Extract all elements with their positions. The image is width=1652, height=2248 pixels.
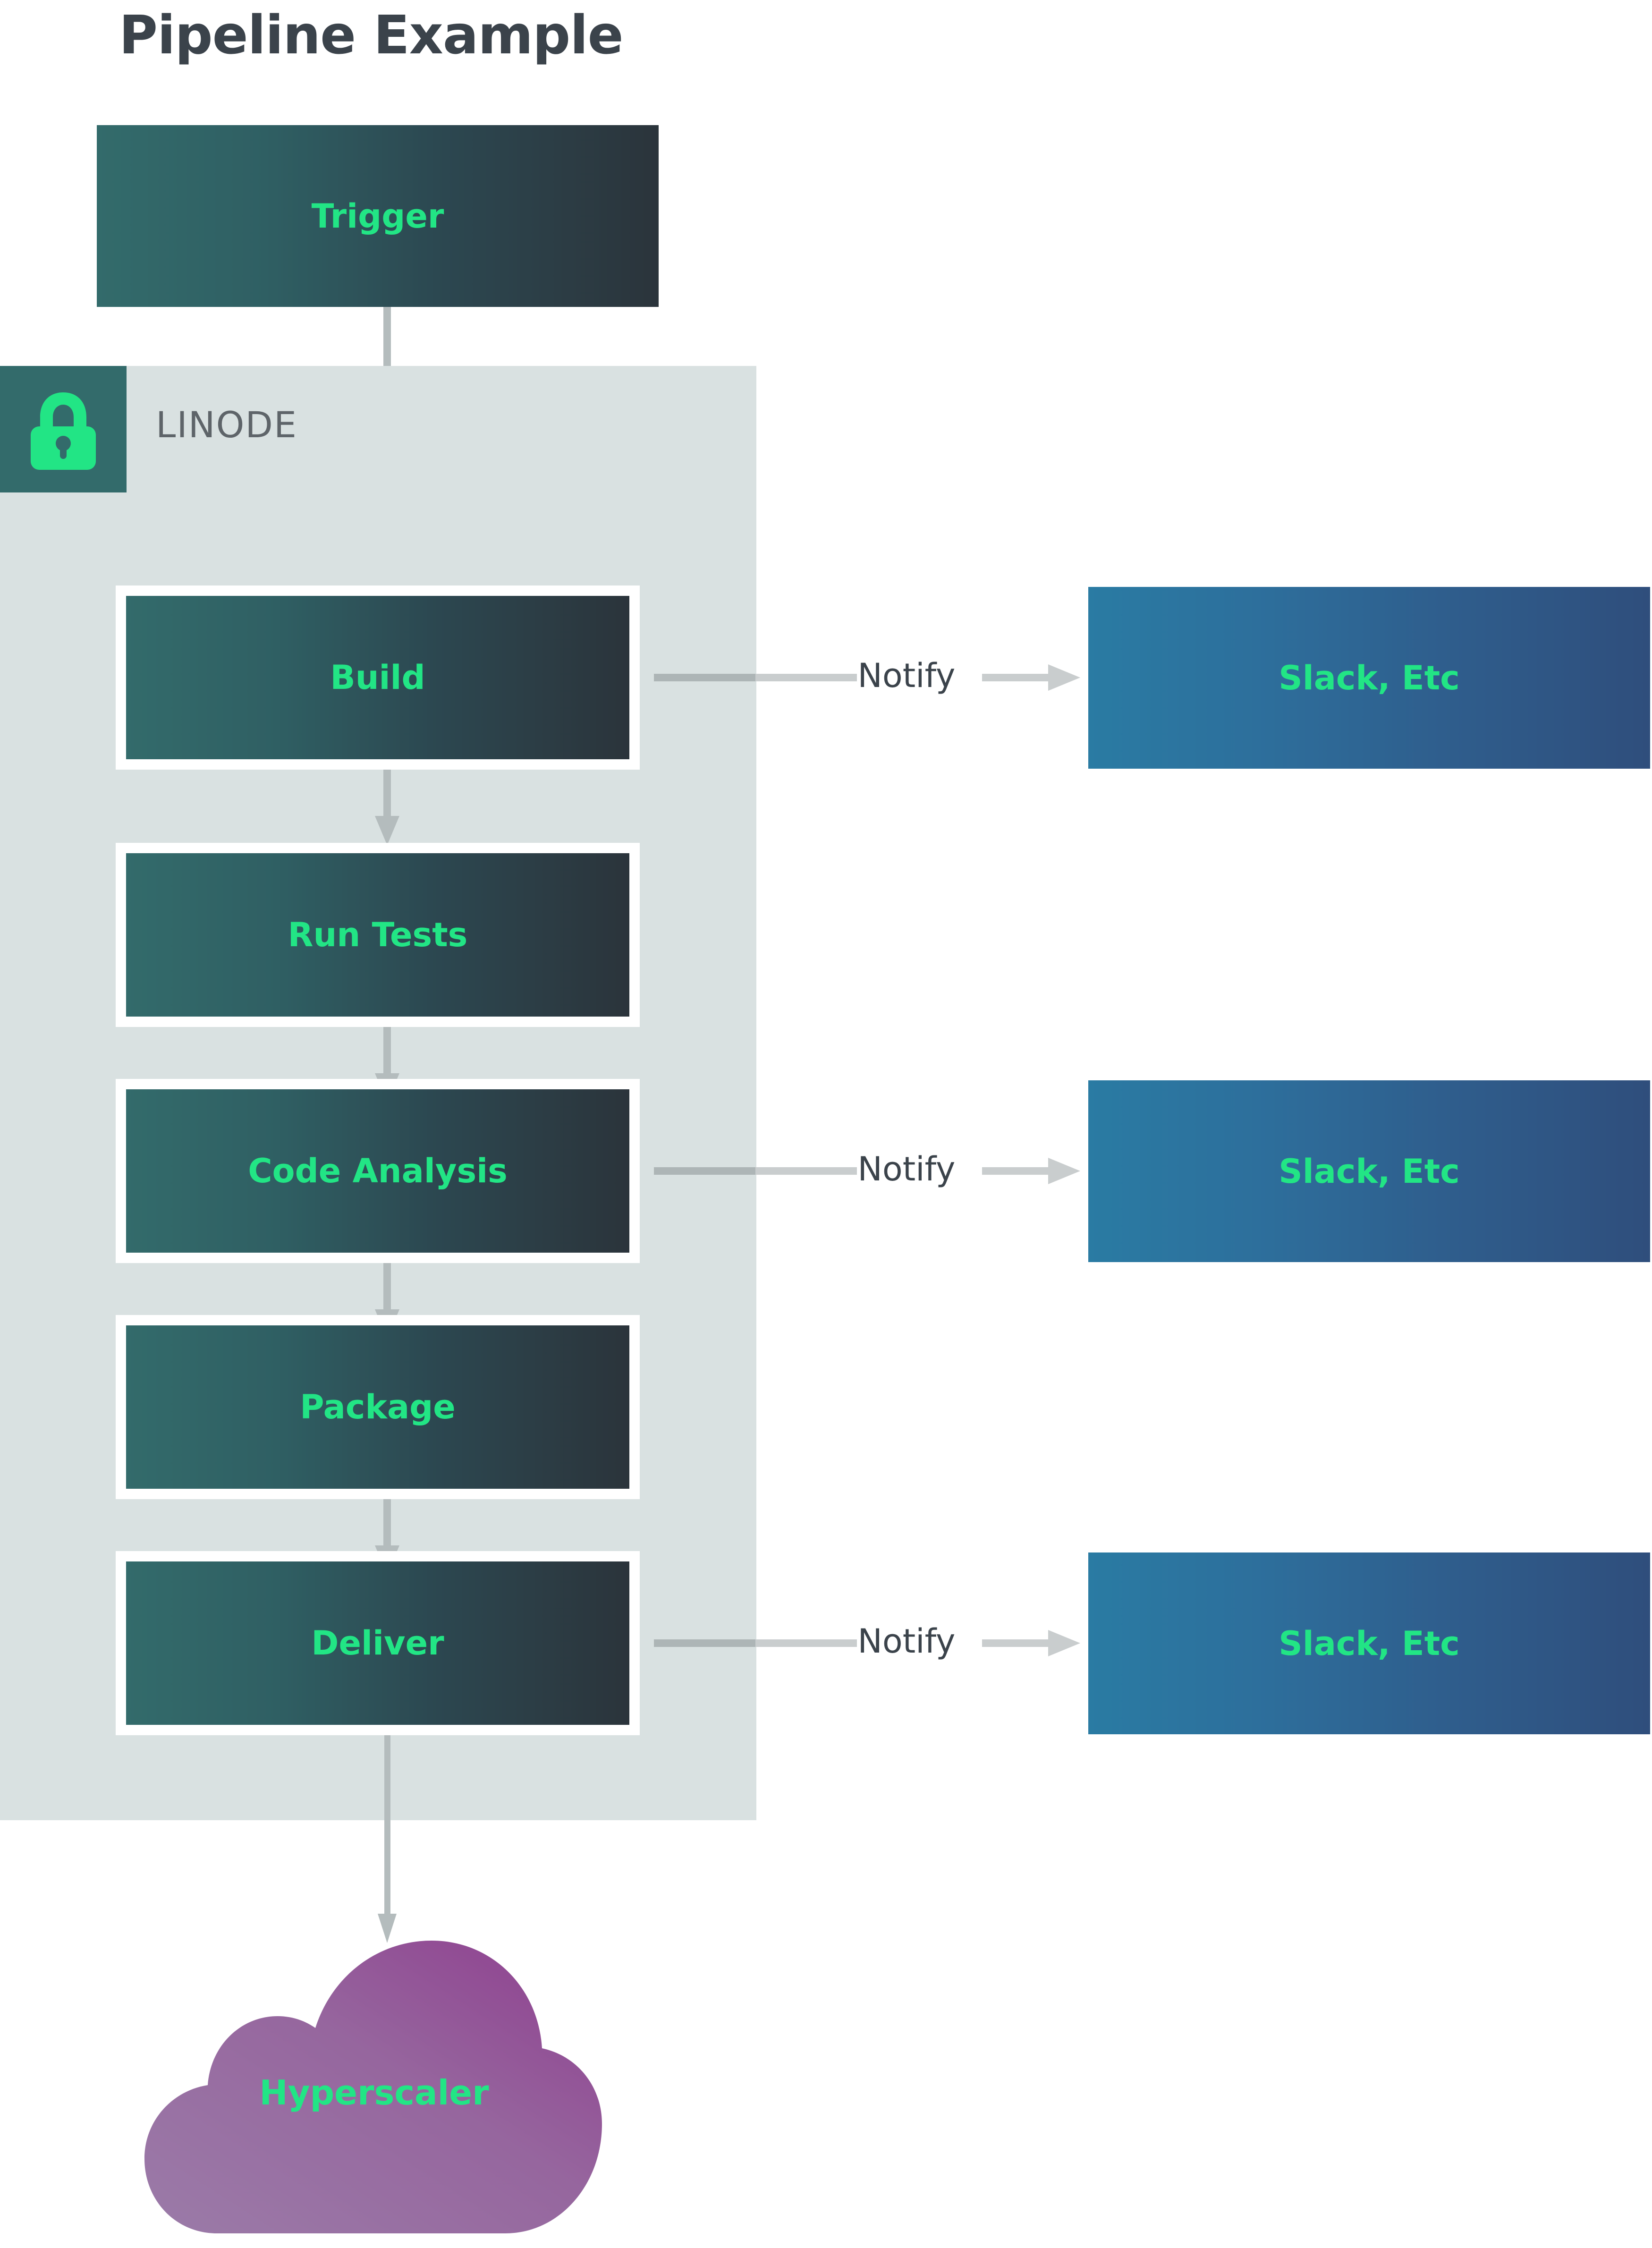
lock-badge [0, 366, 127, 492]
lock-icon [31, 392, 96, 470]
node-trigger-label: Trigger [311, 196, 444, 236]
node-package-label: Package [300, 1388, 456, 1426]
node-build-body: Build [126, 596, 629, 759]
notify-label-build: Notify [857, 656, 956, 695]
group-linode-label: LINODE [156, 404, 297, 446]
node-slack-deliver-label: Slack, Etc [1279, 1624, 1460, 1663]
node-trigger[interactable]: Trigger [97, 125, 659, 307]
node-build[interactable]: Build [116, 585, 640, 770]
node-slack-build-label: Slack, Etc [1279, 658, 1460, 697]
notify-label-deliver: Notify [857, 1622, 956, 1661]
node-run-tests-body: Run Tests [126, 853, 629, 1017]
node-hyperscaler[interactable] [142, 1941, 607, 2233]
node-package[interactable]: Package [116, 1315, 640, 1499]
notify-arrow-build [982, 664, 1080, 691]
node-slack-build[interactable]: Slack, Etc [1088, 587, 1650, 769]
node-deliver-label: Deliver [311, 1624, 444, 1663]
node-package-body: Package [126, 1325, 629, 1489]
node-run-tests[interactable]: Run Tests [116, 843, 640, 1027]
node-deliver[interactable]: Deliver [116, 1551, 640, 1735]
notify-arrow-deliver [982, 1630, 1080, 1656]
node-slack-deliver[interactable]: Slack, Etc [1088, 1552, 1650, 1734]
notify-label-code-analysis: Notify [857, 1150, 956, 1188]
notify-line-build [654, 674, 857, 681]
node-code-analysis[interactable]: Code Analysis [116, 1079, 640, 1263]
node-deliver-body: Deliver [126, 1561, 629, 1725]
arrow-deliver-to-hyperscaler [378, 1735, 397, 1943]
node-slack-code-analysis[interactable]: Slack, Etc [1088, 1080, 1650, 1262]
notify-arrow-code-analysis [982, 1158, 1080, 1184]
node-run-tests-label: Run Tests [288, 916, 468, 954]
node-build-label: Build [330, 658, 425, 697]
node-code-analysis-label: Code Analysis [248, 1152, 508, 1190]
notify-line-code-analysis [654, 1167, 857, 1175]
arrow-build-to-run-tests [375, 770, 399, 845]
node-slack-code-analysis-label: Slack, Etc [1279, 1152, 1460, 1191]
notify-line-deliver [654, 1639, 857, 1647]
node-code-analysis-body: Code Analysis [126, 1089, 629, 1253]
page-title: Pipeline Example [119, 5, 624, 66]
